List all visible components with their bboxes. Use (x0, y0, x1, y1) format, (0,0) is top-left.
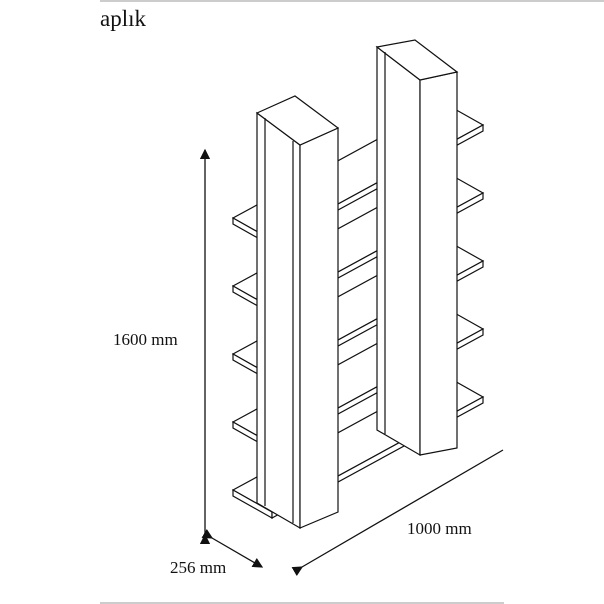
product-title: aplık (100, 6, 146, 31)
width-dimension-arrow (291, 449, 504, 577)
height-label: 1600 mm (113, 330, 178, 349)
depth-dimension-arrow (201, 528, 264, 568)
left-post (255, 95, 340, 530)
depth-label: 256 mm (170, 558, 227, 577)
right-post (375, 39, 459, 457)
width-label: 1000 mm (407, 519, 472, 538)
